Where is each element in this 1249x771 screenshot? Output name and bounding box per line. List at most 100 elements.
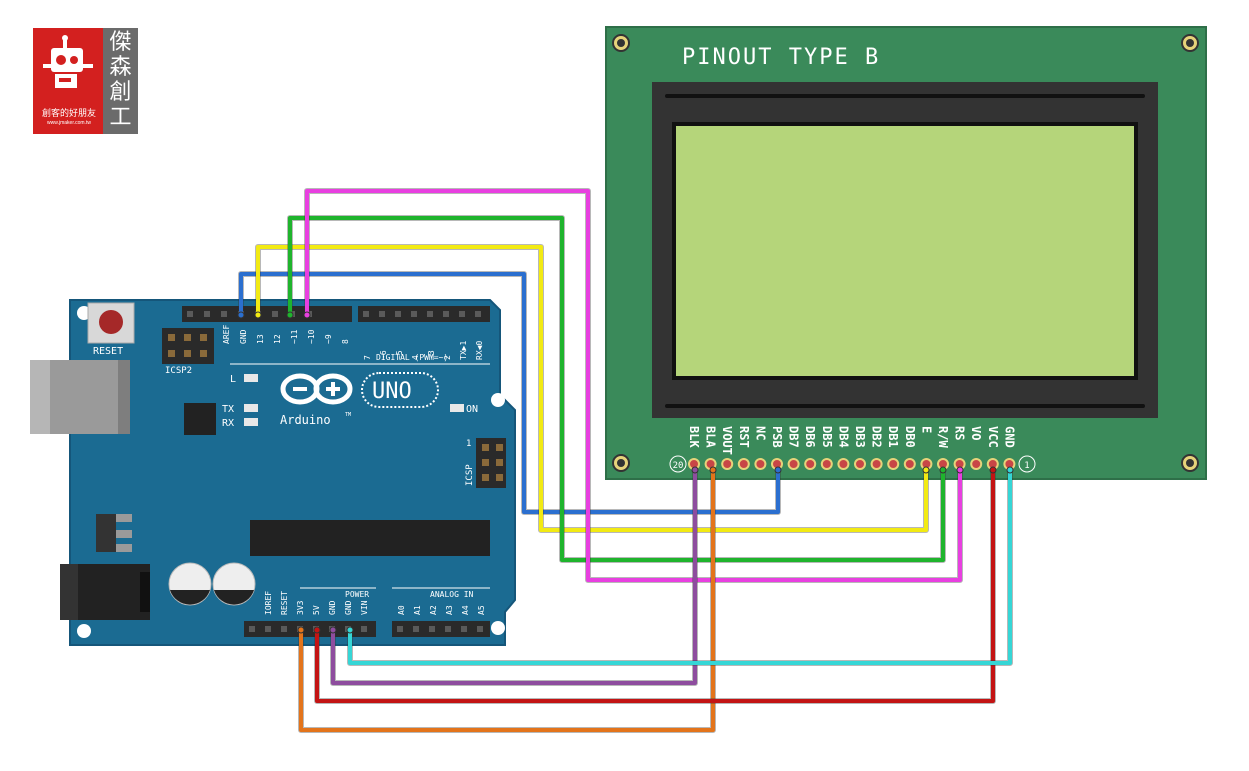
digital-pin bbox=[221, 311, 227, 317]
power-pin bbox=[249, 626, 255, 632]
icsp2-pin bbox=[200, 350, 207, 357]
logo-char: 工 bbox=[109, 105, 132, 130]
lcd-pin-label: RST bbox=[737, 426, 751, 448]
wire-end bbox=[286, 311, 294, 319]
wire-GND-to-blk bbox=[331, 470, 697, 685]
lcd-pin-label: DB6 bbox=[803, 426, 817, 448]
icsp-pin bbox=[482, 459, 489, 466]
digital-pin bbox=[272, 311, 278, 317]
lcd-pin-label: NC bbox=[753, 426, 767, 440]
on-led bbox=[450, 404, 464, 412]
power-label: POWER bbox=[345, 590, 369, 599]
analog-pin bbox=[461, 626, 467, 632]
power-pin bbox=[361, 626, 367, 632]
pin-1-label: 1 bbox=[1024, 461, 1029, 471]
logo-char: 傑 bbox=[109, 30, 132, 55]
icsp2-header bbox=[162, 328, 214, 364]
voltage-regulator bbox=[96, 514, 132, 552]
lcd-pin-label: DB0 bbox=[903, 426, 917, 448]
icsp2-pin bbox=[168, 350, 175, 357]
digital-pin bbox=[379, 311, 385, 317]
digital-pin-label: RX◀0 bbox=[475, 341, 484, 360]
digital-label: DIGITAL (PWM=~) bbox=[376, 353, 448, 362]
rx-led bbox=[244, 418, 258, 426]
uno-label: UNO bbox=[372, 379, 412, 404]
mount-hole bbox=[1181, 34, 1199, 52]
lcd-pin bbox=[870, 458, 883, 470]
jmaker-logo: 創客的好朋友 www.jmaker.com.tw 傑 森 創 工 bbox=[33, 28, 138, 134]
lcd-pin bbox=[854, 458, 866, 470]
logo-char: 森 bbox=[109, 55, 132, 80]
digital-pin-label: ~3 bbox=[427, 350, 436, 360]
power-pin-label: VIN bbox=[360, 600, 369, 615]
wire-end bbox=[774, 466, 782, 474]
on-led-label: ON bbox=[466, 404, 478, 415]
analog-pin bbox=[397, 626, 403, 632]
power-pin bbox=[265, 626, 271, 632]
digital-pin bbox=[443, 311, 449, 317]
pin-20-label: 20 bbox=[673, 461, 684, 471]
icsp2-pin bbox=[168, 334, 175, 341]
wire-end bbox=[691, 466, 699, 474]
lcd-pin-label: RS bbox=[953, 426, 967, 440]
analog-pin-label: A5 bbox=[477, 605, 486, 615]
icsp-pin bbox=[496, 459, 503, 466]
icsp2-pin bbox=[184, 334, 191, 341]
lcd-pin-label: DB4 bbox=[836, 426, 850, 448]
digital-pin bbox=[459, 311, 465, 317]
lcd-pin-label: VO bbox=[969, 426, 983, 440]
icsp-pin1-label: 1 bbox=[466, 439, 471, 449]
lcd-pin-row bbox=[688, 458, 1016, 470]
digital-pin-label: ~5 bbox=[395, 350, 404, 360]
wire-GND-to-psb bbox=[239, 272, 780, 514]
lcd-pin bbox=[754, 458, 767, 470]
analog-header bbox=[392, 621, 490, 637]
lcd-pin bbox=[737, 458, 750, 470]
digital-pin-label: 12 bbox=[273, 334, 282, 344]
logo-char: 創 bbox=[109, 80, 132, 105]
digital-pin bbox=[475, 311, 481, 317]
lcd-pin-label: VOUT bbox=[720, 426, 734, 455]
digital-pin-label: 7 bbox=[363, 355, 372, 360]
digital-pin bbox=[411, 311, 417, 317]
analog-pin-label: A4 bbox=[461, 605, 470, 615]
icsp-label: ICSP bbox=[465, 464, 475, 486]
wire-GND-to-gnd bbox=[348, 470, 1012, 665]
arduino-logo bbox=[280, 372, 439, 408]
lcd-pin-label: PSB bbox=[770, 426, 784, 448]
wire-end bbox=[329, 626, 337, 634]
icsp2-pin bbox=[184, 350, 191, 357]
wire-end bbox=[297, 626, 305, 634]
lcd-pin-label: DB5 bbox=[820, 426, 834, 448]
analog-pin bbox=[445, 626, 451, 632]
rx-led-label: RX bbox=[222, 418, 234, 429]
wire-end bbox=[939, 466, 947, 474]
power-pin-label: RESET bbox=[280, 591, 289, 615]
mount-hole bbox=[1181, 454, 1199, 472]
wire-5V-to-vcc bbox=[315, 470, 995, 703]
lcd-pin-label: BLK bbox=[687, 426, 701, 448]
lcd-pin bbox=[787, 458, 800, 470]
capacitor bbox=[212, 562, 256, 606]
l-led-label: L bbox=[230, 374, 236, 385]
mount-hole bbox=[77, 624, 91, 638]
tx-led bbox=[244, 404, 258, 412]
wire-end bbox=[989, 466, 997, 474]
digital-pin-label: 13 bbox=[256, 334, 265, 344]
wire-end bbox=[922, 466, 930, 474]
icsp2-pin bbox=[200, 334, 207, 341]
logo-chars: 傑 森 創 工 bbox=[103, 28, 138, 134]
reset-button[interactable] bbox=[87, 302, 135, 344]
lcd-pin-label: BLA bbox=[704, 426, 718, 448]
digital-pin-label: AREF bbox=[222, 325, 231, 344]
lcd-pin bbox=[721, 458, 734, 470]
lcd-pin bbox=[903, 458, 916, 470]
wire-end bbox=[313, 626, 321, 634]
wire-end bbox=[709, 466, 717, 474]
wire-3V3-to-bla bbox=[299, 470, 715, 732]
logo-red-panel: 創客的好朋友 www.jmaker.com.tw bbox=[33, 28, 103, 134]
tx-led-label: TX bbox=[222, 404, 234, 415]
